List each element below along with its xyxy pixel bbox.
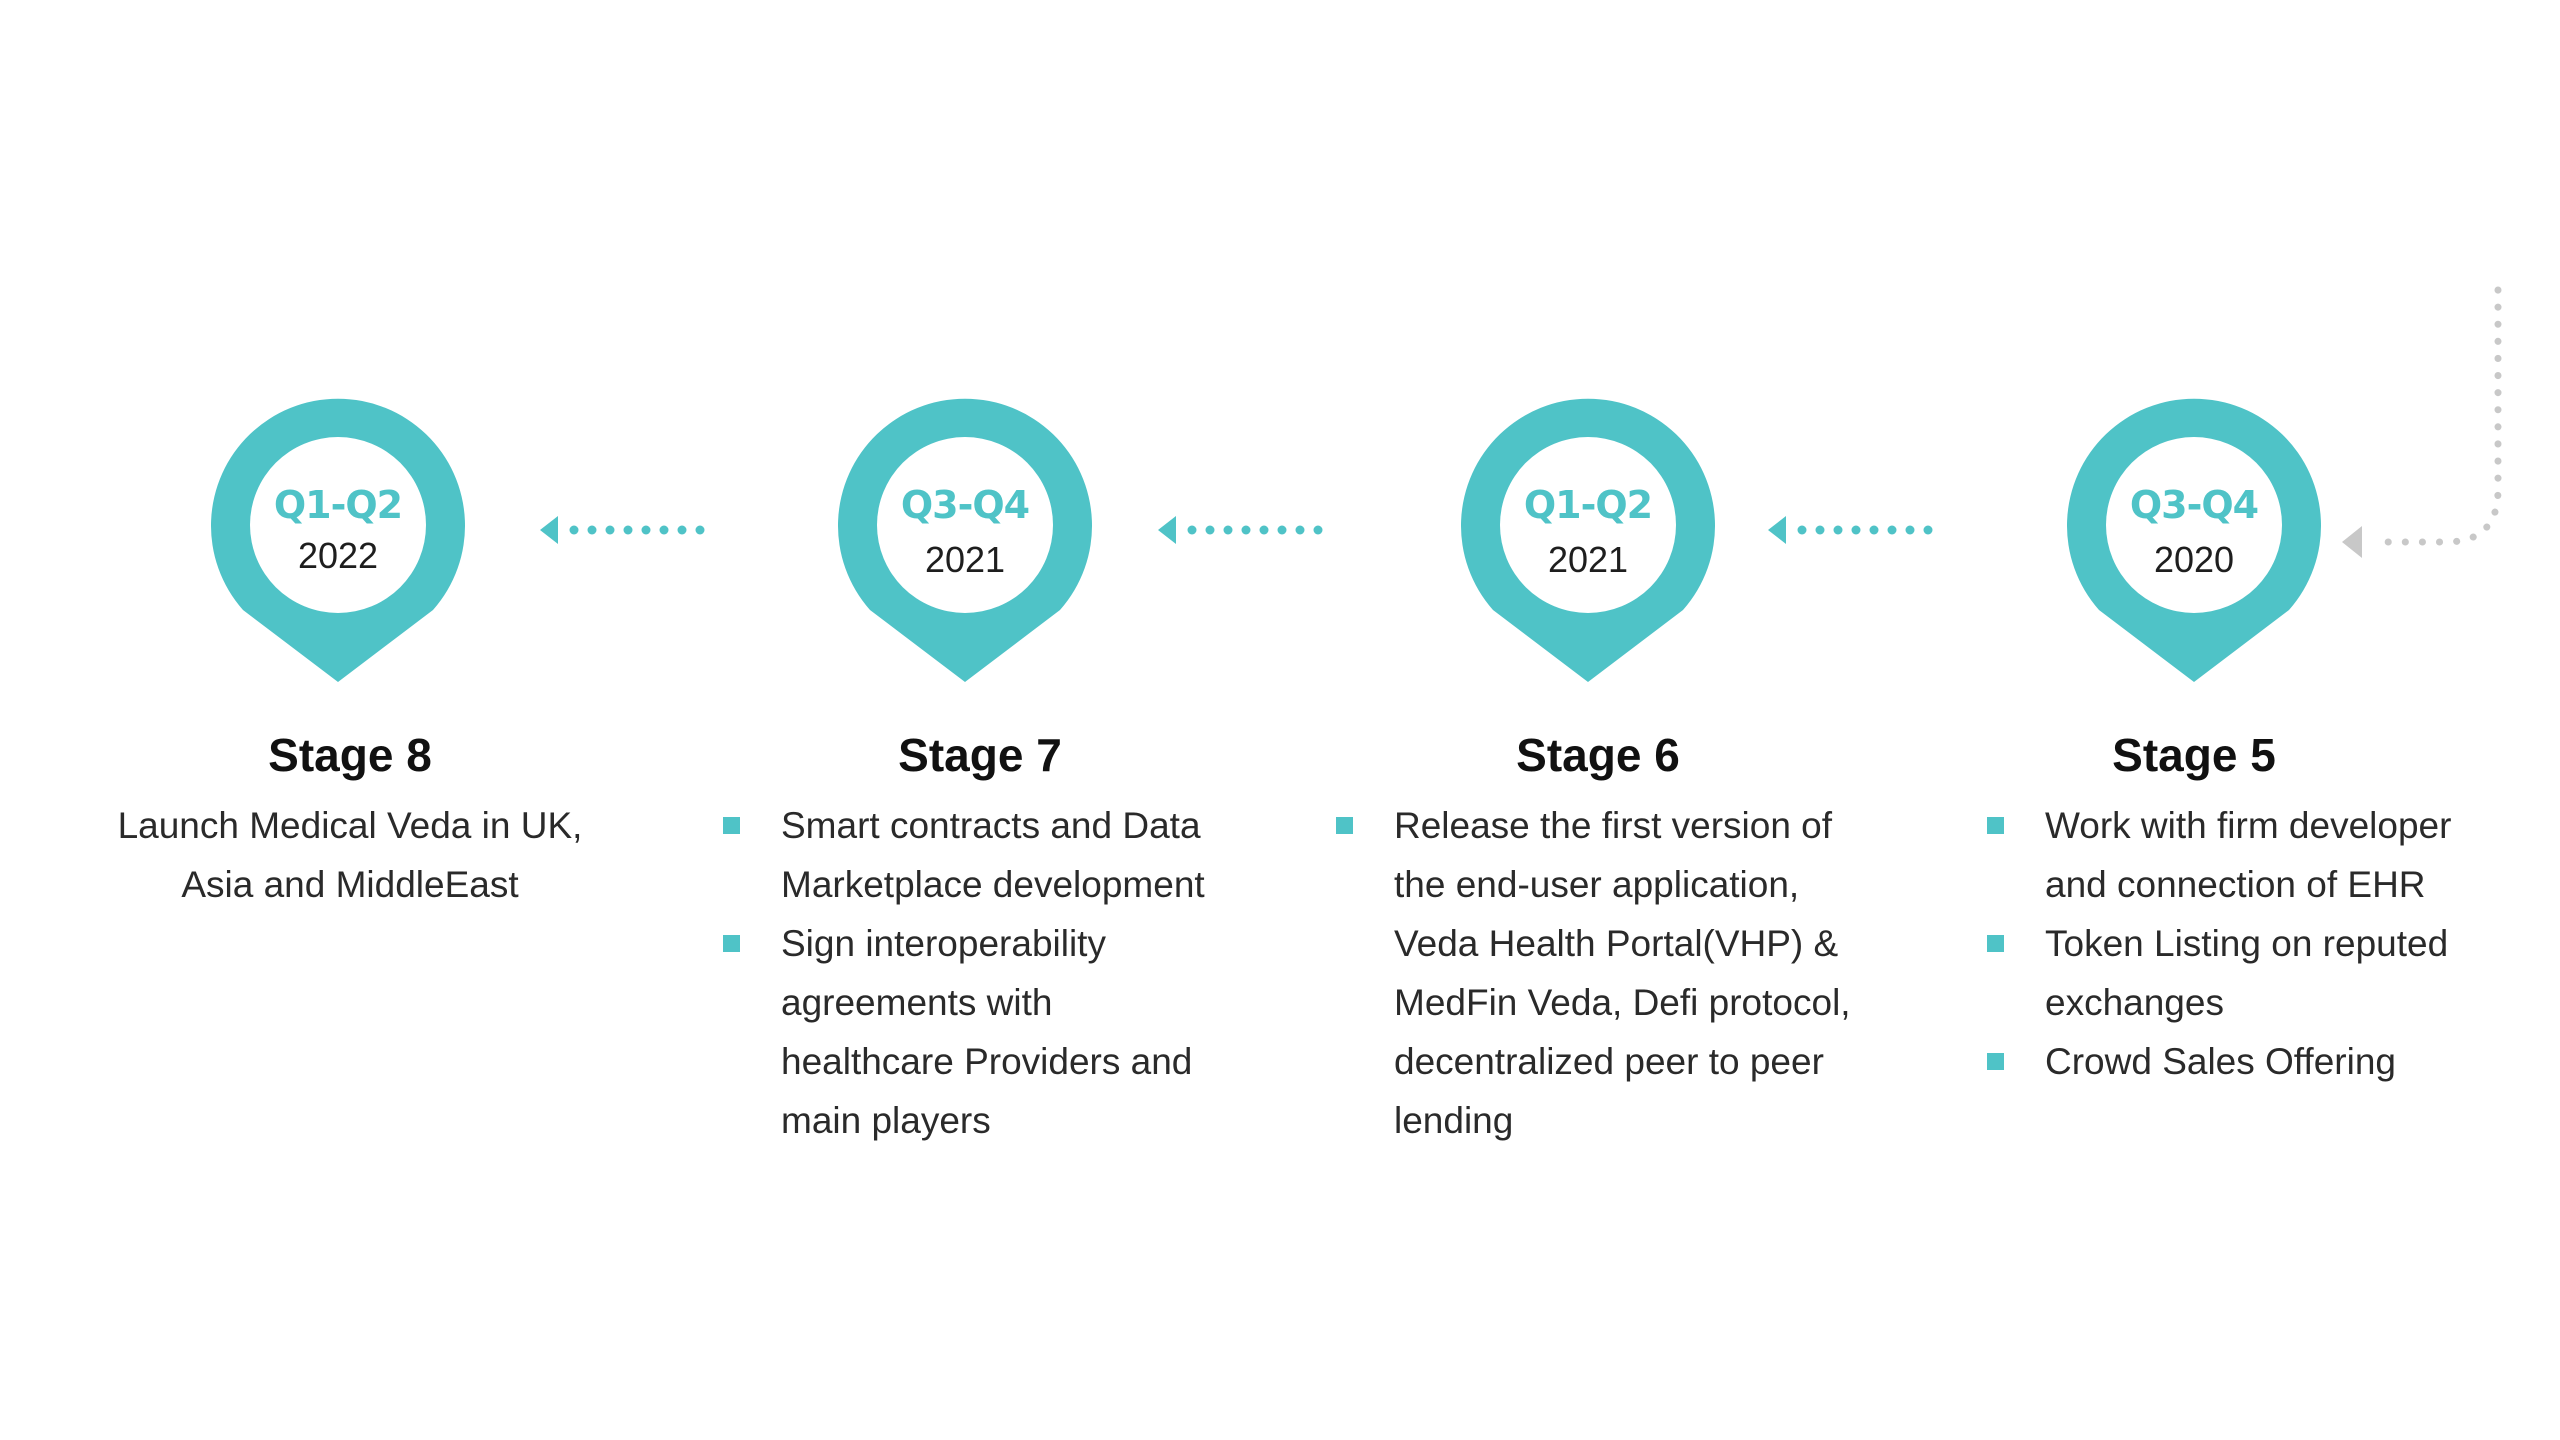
list-item: Token Listing on reputed exchanges (1987, 914, 2547, 1032)
arrow-left-icon (1768, 516, 1933, 544)
bullet-line: the end-user application, (1394, 864, 1800, 905)
stage-bullets: Work with firm developer and connection … (1987, 796, 2547, 1091)
bullet-square-icon (723, 935, 740, 952)
stage-title: Stage 5 (2112, 729, 2276, 781)
stage-year: 2021 (1547, 539, 1629, 580)
location-pin-icon: Q3-Q4 2021 (838, 398, 1092, 682)
bullet-square-icon (1336, 817, 1353, 834)
location-pin-icon: Q3-Q4 2020 (2067, 398, 2321, 682)
bullet-line: decentralized peer to peer (1394, 1041, 1824, 1082)
stage-quarter: Q3-Q4 (2129, 483, 2259, 527)
bullet-line: Marketplace development (781, 864, 1205, 905)
stage-quarter: Q1-Q2 (273, 483, 403, 527)
stage-6: Q1-Q2 2021 Stage 6 Release the first ver… (1336, 398, 1851, 1141)
stage-quarter: Q3-Q4 (900, 483, 1030, 527)
bullet-line: Smart contracts and Data (781, 805, 1201, 846)
bullet-line: Veda Health Portal(VHP) & (1394, 923, 1839, 964)
bullet-line: MedFin Veda, Defi protocol, (1394, 982, 1851, 1023)
description-line: Launch Medical Veda in UK, (117, 805, 583, 846)
stage-description: Launch Medical Veda in UK, Asia and Midd… (60, 796, 640, 914)
stage-title: Stage 6 (1516, 729, 1680, 781)
bullet-line: Crowd Sales Offering (2045, 1041, 2396, 1082)
list-item: Sign interoperability agreements with he… (723, 914, 1323, 1150)
bullet-square-icon (1987, 1053, 2004, 1070)
stage-8: Q1-Q2 2022 Stage 8 Launch Medical Veda i… (0, 0, 700, 1440)
location-pin-icon: Q1-Q2 2021 (1461, 398, 1715, 682)
list-item: Smart contracts and Data Marketplace dev… (723, 796, 1323, 914)
list-item: Release the first version of the end-use… (1336, 796, 1956, 1150)
bullet-line: exchanges (2045, 982, 2224, 1023)
list-item: Work with firm developer and connection … (1987, 796, 2547, 914)
stage-year: 2021 (924, 539, 1006, 580)
bullet-line: healthcare Providers and (781, 1041, 1193, 1082)
stage-7: Q3-Q4 2021 Stage 7 Smart contracts and D… (723, 398, 1205, 1141)
stage-quarter: Q1-Q2 (1523, 483, 1653, 527)
bullet-line: lending (1394, 1100, 1514, 1141)
list-item: Crowd Sales Offering (1987, 1032, 2547, 1091)
stage-bullets: Smart contracts and Data Marketplace dev… (723, 796, 1323, 1150)
bullet-line: agreements with (781, 982, 1053, 1023)
stage-year: 2020 (2153, 539, 2235, 580)
description-line: Asia and MiddleEast (181, 864, 519, 905)
arrow-left-icon (540, 516, 705, 544)
bullet-line: Release the first version of (1394, 805, 1833, 846)
bullet-line: Work with firm developer (2045, 805, 2452, 846)
incoming-connector-arrow-icon (2342, 286, 2502, 558)
stage-title: Stage 8 (268, 729, 432, 781)
bullet-line: Token Listing on reputed (2045, 923, 2449, 964)
bullet-square-icon (723, 817, 740, 834)
bullet-line: and connection of EHR (2045, 864, 2426, 905)
stage-year: 2022 (297, 535, 379, 576)
arrow-left-icon (1158, 516, 1323, 544)
stage-bullets: Release the first version of the end-use… (1336, 796, 1956, 1150)
stage-title: Stage 7 (898, 729, 1062, 781)
bullet-square-icon (1987, 935, 2004, 952)
location-pin-icon: Q1-Q2 2022 (211, 398, 465, 682)
bullet-line: Sign interoperability (781, 923, 1106, 964)
bullet-line: main players (781, 1100, 991, 1141)
bullet-square-icon (1987, 817, 2004, 834)
